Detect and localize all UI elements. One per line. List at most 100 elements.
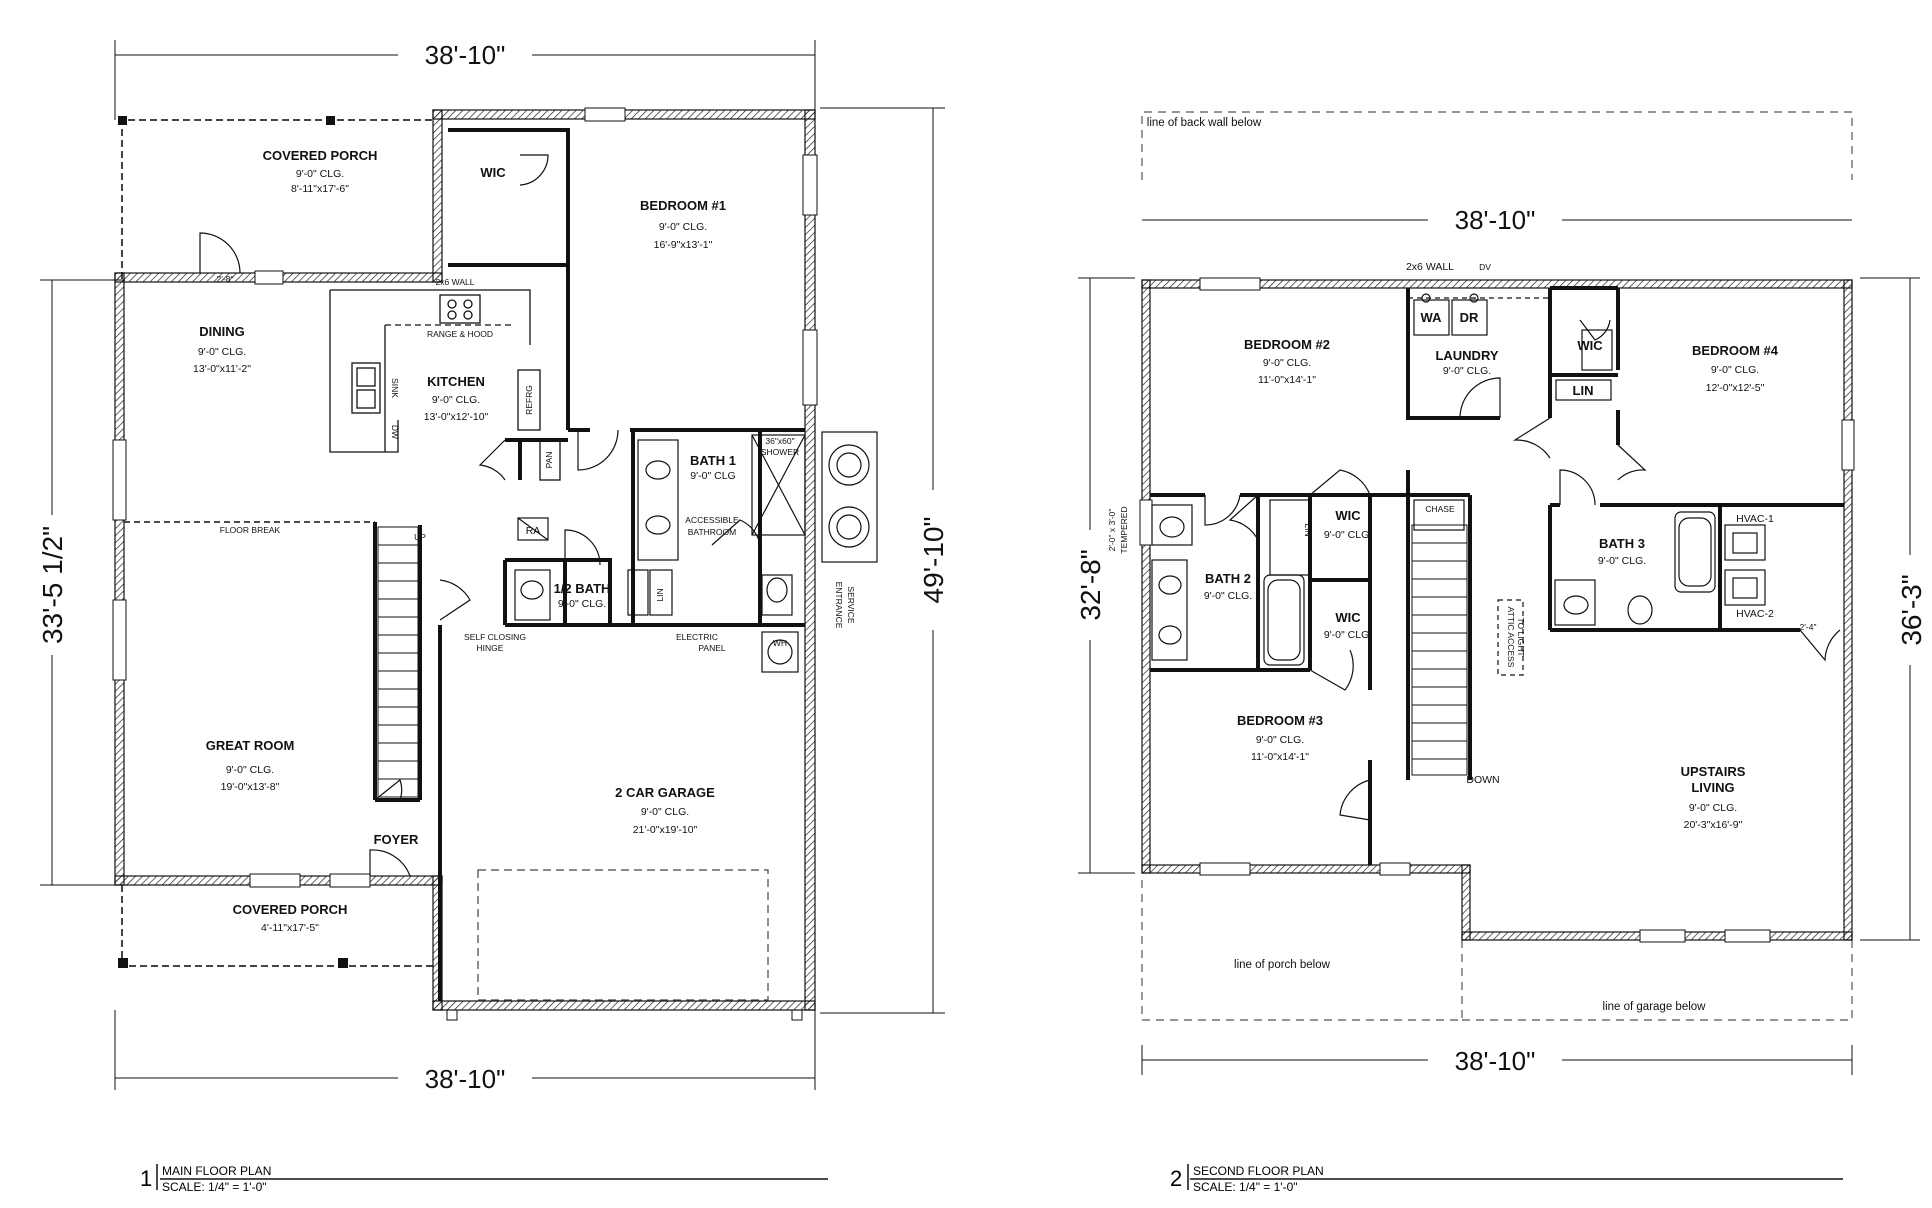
main-stairs bbox=[377, 526, 419, 798]
room-bedroom2-clg: 9'-0" CLG. bbox=[1263, 357, 1311, 369]
room-half-bath-clg: 9'-0" CLG. bbox=[558, 598, 606, 610]
room-porch-top-clg: 9'-0" CLG. bbox=[296, 168, 344, 180]
room-porch-bottom-name: COVERED PORCH bbox=[233, 902, 348, 917]
attic-note-2: TO LIGHT bbox=[1516, 617, 1526, 656]
sink-note: SINK bbox=[390, 378, 400, 398]
room-garage-size: 21'-0"x19'-10" bbox=[633, 824, 698, 836]
pantry-note: PAN bbox=[544, 452, 554, 469]
garage-below-note: line of garage below bbox=[1603, 1001, 1707, 1013]
second-dim-left: 32'-8" bbox=[1075, 549, 1106, 620]
room-bedroom4-clg: 9'-0" CLG. bbox=[1711, 364, 1759, 376]
main-windows bbox=[112, 107, 818, 888]
door-width-note: 2'-8" bbox=[217, 274, 234, 284]
back-wall-below-note: line of back wall below bbox=[1147, 117, 1262, 129]
main-plan-title: MAIN FLOOR PLAN bbox=[162, 1164, 271, 1178]
room-foyer-name: FOYER bbox=[374, 832, 419, 847]
room-bedroom3-clg: 9'-0" CLG. bbox=[1256, 734, 1304, 746]
room-laundry-clg: 9'-0" CLG. bbox=[1443, 365, 1491, 377]
room-bath1-clg: 9'-0" CLG bbox=[690, 470, 735, 482]
room-bath2-name: BATH 2 bbox=[1205, 571, 1251, 586]
room-bedroom2-name: BEDROOM #2 bbox=[1244, 337, 1330, 352]
utility-fixtures bbox=[761, 431, 878, 673]
shower-note-label: SHOWER bbox=[761, 447, 799, 457]
room-great-room-name: GREAT ROOM bbox=[206, 738, 295, 753]
second-dimension-lines bbox=[1078, 219, 1920, 1075]
second-stairs bbox=[1411, 524, 1468, 776]
half-bath-fixtures bbox=[514, 517, 673, 621]
room-bedroom3-size: 11'-0"x14'-1" bbox=[1251, 751, 1309, 763]
room-wic-c-name: WIC bbox=[1335, 610, 1361, 625]
electric-note-1: ELECTRIC bbox=[676, 632, 718, 642]
service-note-2: SERVICE bbox=[846, 586, 856, 623]
room-bedroom1-clg: 9'-0" CLG. bbox=[659, 221, 707, 233]
main-dim-top: 38'-10" bbox=[425, 40, 506, 70]
bedroom4-lin-note: LIN bbox=[1573, 383, 1594, 398]
half-bath-lin-note: LIN bbox=[655, 588, 665, 601]
electric-note-2: PANEL bbox=[698, 643, 726, 653]
room-half-bath-name: 1/2 BATH bbox=[554, 581, 611, 596]
room-wic-name: WIC bbox=[480, 165, 506, 180]
room-dining-size: 13'-0"x11'-2" bbox=[193, 363, 251, 375]
room-kitchen-name: KITCHEN bbox=[427, 374, 485, 389]
main-dim-right: 49'-10" bbox=[918, 517, 949, 604]
room-wic-b-name: WIC bbox=[1335, 508, 1361, 523]
room-kitchen-size: 13'-0"x12'-10" bbox=[424, 411, 489, 423]
room-laundry-name: LAUNDRY bbox=[1435, 348, 1498, 363]
room-garage-name: 2 CAR GARAGE bbox=[615, 785, 715, 800]
garage-pier bbox=[446, 1009, 458, 1021]
second-doors bbox=[1204, 319, 1841, 821]
second-dim-bottom: 38'-10" bbox=[1455, 1046, 1536, 1076]
room-wic-b-clg: 9'-0" CLG. bbox=[1324, 529, 1372, 541]
second-dim-right: 36'-3" bbox=[1896, 574, 1927, 645]
tempered-note-1: 2'-0" x 3'-0" bbox=[1107, 509, 1117, 552]
floor-break-note: FLOOR BREAK bbox=[220, 525, 281, 535]
chase-note: CHASE bbox=[1425, 504, 1455, 514]
kitchen-counters bbox=[329, 289, 561, 481]
room-living-name: UPSTAIRS bbox=[1681, 764, 1746, 779]
dw-note: DW bbox=[390, 425, 400, 439]
main-dim-left: 33'-5 1/2" bbox=[37, 526, 68, 644]
room-porch-top-name: COVERED PORCH bbox=[263, 148, 378, 163]
bath2-lin-note: LIN bbox=[1303, 523, 1313, 536]
room-bedroom4-name: BEDROOM #4 bbox=[1692, 343, 1779, 358]
hvac1-note: HVAC-1 bbox=[1736, 513, 1774, 525]
service-note-1: ENTRANCE bbox=[834, 582, 844, 629]
tempered-note-2: TEMPERED bbox=[1119, 506, 1129, 553]
self-closing-note-1: SELF CLOSING bbox=[464, 632, 526, 642]
main-plan-number: 1 bbox=[140, 1166, 152, 1191]
room-bedroom4-size: 12'-0"x12'-5" bbox=[1706, 382, 1765, 394]
room-bedroom1-size: 16'-9"x13'-1" bbox=[654, 239, 713, 251]
room-great-room-size: 19'-0"x13'-8" bbox=[221, 781, 280, 793]
dr-note: DR bbox=[1460, 310, 1479, 325]
room-bath2-clg: 9'-0" CLG. bbox=[1204, 590, 1252, 602]
stair-down-note: DOWN bbox=[1466, 774, 1499, 786]
second-plan-scale: SCALE: 1/4" = 1'-0" bbox=[1193, 1180, 1298, 1194]
room-kitchen-clg: 9'-0" CLG. bbox=[432, 394, 480, 406]
ra-note: RA bbox=[526, 525, 541, 537]
below-lines bbox=[1141, 111, 1853, 1021]
shower-note-size: 36"x60" bbox=[765, 436, 794, 446]
attic-note-1: ATTIC ACCESS bbox=[1506, 607, 1516, 668]
main-interior-walls bbox=[124, 128, 805, 1001]
dv-note: DV bbox=[1479, 262, 1491, 272]
room-wic-c-clg: 9'-0" CLG. bbox=[1324, 629, 1372, 641]
main-dim-bottom: 38'-10" bbox=[425, 1064, 506, 1094]
main-doors bbox=[199, 154, 762, 877]
wa-note: WA bbox=[1421, 310, 1443, 325]
accessible-note-1: ACCESSIBLE bbox=[685, 515, 739, 525]
room-bath3-clg: 9'-0" CLG. bbox=[1598, 555, 1646, 567]
wh-note: WH bbox=[773, 638, 787, 648]
room-bath1-name: BATH 1 bbox=[690, 453, 736, 468]
room-porch-bottom-size: 4'-11"x17'-5" bbox=[261, 922, 319, 934]
room-dining-name: DINING bbox=[199, 324, 245, 339]
hvac2-note: HVAC-2 bbox=[1736, 608, 1774, 620]
garage-door-outline bbox=[477, 869, 769, 1001]
bath-fixtures-second bbox=[1151, 499, 1766, 676]
porch-post bbox=[118, 116, 127, 125]
refrig-note: REFRG bbox=[524, 385, 534, 415]
range-note: RANGE & HOOD bbox=[427, 329, 493, 339]
main-plan-scale: SCALE: 1/4" = 1'-0" bbox=[162, 1180, 267, 1194]
second-plan-number: 2 bbox=[1170, 1166, 1182, 1191]
door-2-4-note: 2'-4" bbox=[1800, 622, 1817, 632]
